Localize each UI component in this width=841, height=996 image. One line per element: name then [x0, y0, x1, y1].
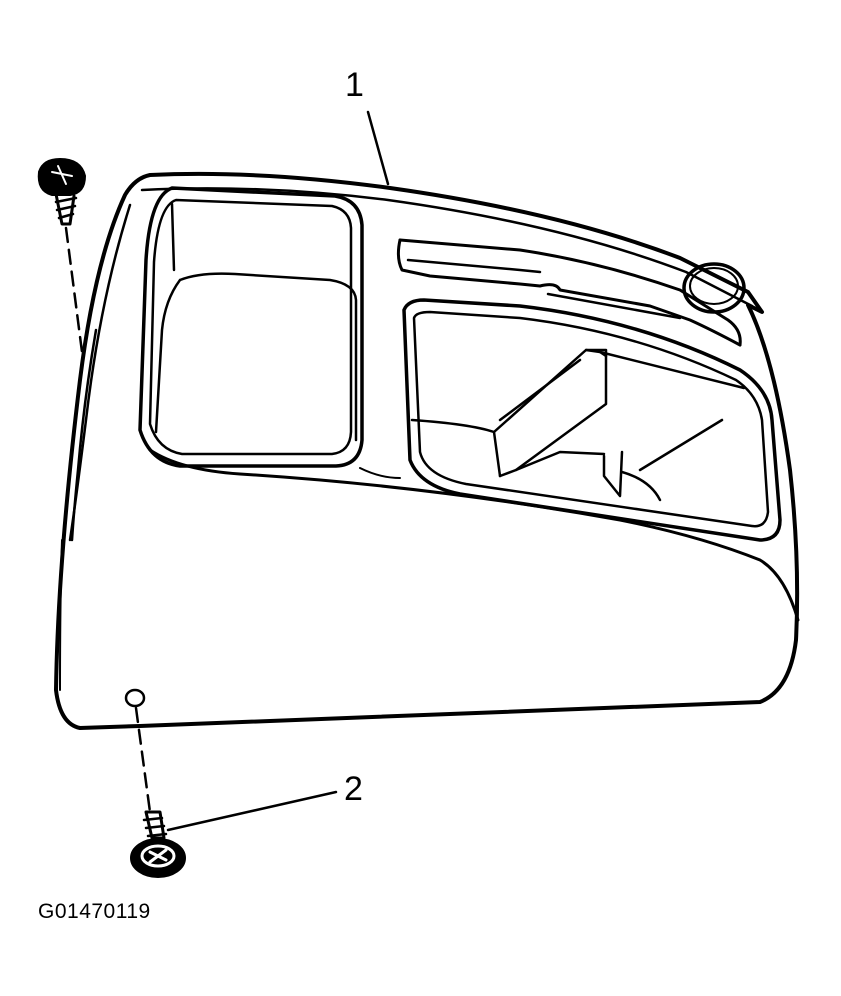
leader-line-1	[366, 110, 390, 186]
callout-part-1: 1	[345, 66, 364, 104]
leader-line-2	[166, 790, 338, 832]
figure-id: G01470119	[38, 900, 151, 923]
callout-part-2: 2	[344, 770, 363, 808]
console-cover-icon	[54, 171, 800, 730]
screw-icon	[130, 706, 186, 878]
screw-icon	[37, 158, 86, 354]
